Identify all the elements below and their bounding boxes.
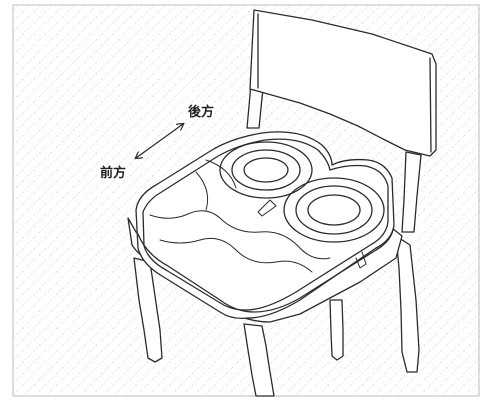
cushion-well-left-inner	[243, 157, 289, 183]
chair-back-leg-right	[395, 235, 420, 373]
cushion-side-detail	[355, 251, 367, 269]
cushion-well-right-middle	[295, 185, 373, 235]
cushion-lower-rim	[137, 229, 394, 313]
cushion-well-right-outer	[283, 177, 385, 243]
label-front: 前方	[99, 166, 128, 181]
cushion-contour-2	[159, 237, 313, 273]
cushion-well-left-middle	[231, 149, 301, 191]
cushion-well-left-outer	[219, 141, 313, 199]
chair-front-leg-right	[243, 323, 275, 397]
panel-frame	[12, 4, 480, 397]
cushion-front-notch	[257, 199, 277, 217]
chair-back-post-right	[401, 151, 422, 233]
cushion-contour-1	[149, 210, 331, 260]
double-headed-arrow-icon	[136, 124, 183, 158]
label-back: 後方	[187, 105, 216, 120]
cushion-well-right-inner	[307, 194, 361, 226]
chair-front-leg-left	[133, 257, 163, 363]
chair-backrest	[249, 9, 437, 157]
chair-middle-leg	[329, 299, 344, 361]
chair-backrest-inner-edge	[257, 13, 432, 153]
cushion-contour-3	[195, 159, 237, 211]
